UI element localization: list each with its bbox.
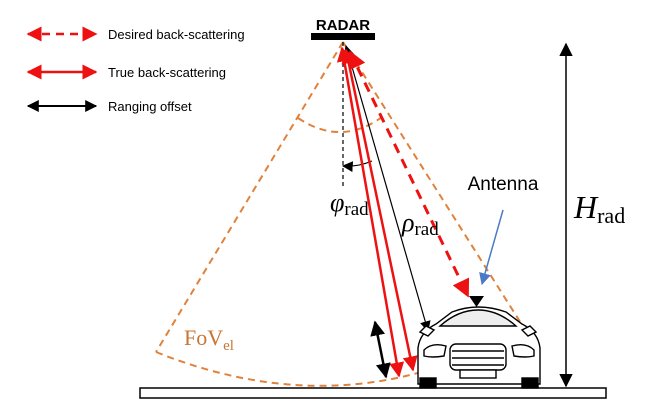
car-headlight-left	[423, 343, 447, 358]
car-tire-left	[419, 377, 437, 389]
phi-rad-label: φrad	[330, 188, 369, 220]
legend-desired-label: Desired back-scattering	[108, 27, 245, 42]
antenna-icon	[469, 296, 484, 307]
rho-rad-label: ρrad	[401, 208, 439, 240]
desired-backscatter-arrow	[348, 50, 470, 298]
fov-angle-arc	[297, 113, 387, 134]
ranging-offset-arrow	[370, 320, 391, 379]
car-windshield	[438, 309, 518, 327]
car-grille	[449, 343, 507, 371]
car-headlight-right	[511, 343, 535, 358]
rho-range-line	[343, 44, 431, 333]
antenna-pointer-arrow	[479, 209, 504, 286]
fov-elevation-label: FoVel	[184, 325, 234, 354]
radar-label: RADAR	[316, 17, 370, 34]
car-plate	[459, 369, 497, 379]
car-mirror-left	[418, 325, 436, 337]
legend-ranging-label: Ranging offset	[108, 99, 192, 114]
true-backscatter-arrow-inner	[341, 48, 418, 372]
legend-true-label: True back-scattering	[108, 65, 226, 80]
legend: Desired back-scattering True back-scatte…	[26, 26, 245, 114]
fov-left-edge	[155, 41, 344, 353]
car-icon	[417, 306, 541, 389]
height-rad-label: Hrad	[573, 189, 625, 228]
radar-bar	[311, 33, 375, 40]
car-mirror-right	[520, 325, 538, 337]
phi-angle-arc	[341, 160, 373, 173]
radar: RADAR	[311, 17, 375, 40]
ground-plate	[139, 387, 607, 399]
antenna-label: Antenna	[468, 174, 539, 195]
car-tire-right	[521, 377, 539, 389]
